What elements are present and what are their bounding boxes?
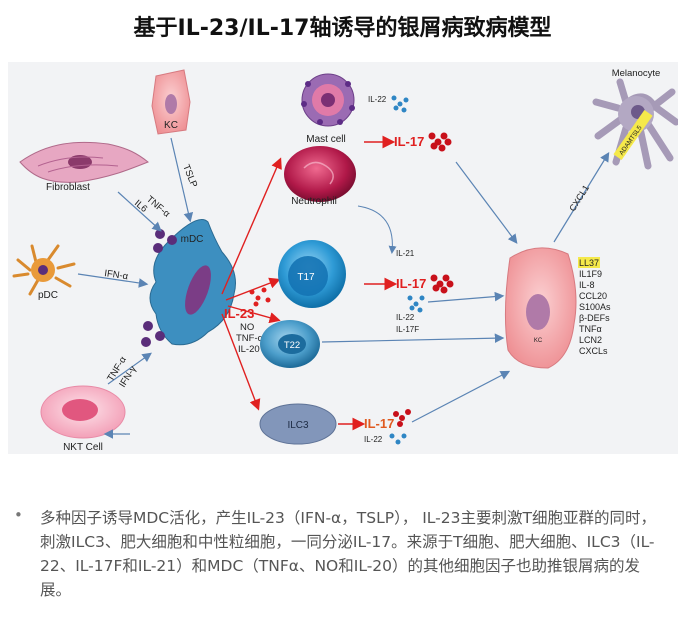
- tnf-mdc-label: TNF-α: [236, 333, 264, 344]
- mdc-label: mDC: [181, 234, 204, 245]
- il17-ilc3-label: IL-17: [364, 416, 394, 431]
- fibroblast-cell: Fibroblast: [19, 141, 149, 193]
- kc-right-label: KC: [534, 338, 543, 344]
- neutrophil-label: Neutrophil: [291, 196, 337, 207]
- kc-top-label: KC: [164, 120, 178, 131]
- il23-red-arrows: [221, 157, 282, 411]
- il22-ilc3-dots: [389, 433, 407, 445]
- nkt-cell: NKT Cell: [40, 385, 126, 453]
- il17-t17-label: IL-17: [396, 276, 426, 291]
- caption-text: 多种因子诱导MDC活化，产生IL-23（IFN-α，TSLP）， IL-23主要…: [40, 509, 656, 599]
- psoriasis-pathway-diagram: KC Fibroblast pDC NKT Cell mDC TSL: [8, 62, 678, 454]
- ilc3-label: ILC3: [287, 420, 309, 431]
- il17-ilc3-droplets: [393, 409, 411, 427]
- cxcl1-arrow: [553, 151, 610, 243]
- kc-product-item: LL37: [579, 258, 599, 268]
- il23-droplets: [249, 287, 271, 307]
- il23-label: IL-23: [224, 306, 254, 321]
- input-arrows: [77, 137, 194, 439]
- t22-cell: T22: [260, 320, 320, 368]
- mdc-granules: [141, 229, 177, 347]
- kc-product-item: IL-8: [579, 280, 595, 290]
- il20-label: IL-20: [238, 344, 260, 355]
- il22-mast-label: IL-22: [368, 95, 387, 104]
- il21-arrow: [357, 205, 397, 254]
- adamtsl5-highlight: [613, 110, 653, 160]
- kc-product-item: S100As: [579, 302, 611, 312]
- fibroblast-label: Fibroblast: [46, 182, 90, 193]
- neutrophil-cell: Neutrophil: [284, 146, 356, 207]
- kc-top-cell: KC: [151, 69, 191, 135]
- kc-input-arrows: [321, 161, 518, 423]
- il22-t-dots: [407, 295, 425, 313]
- il22-t-label: IL-22: [396, 313, 415, 322]
- il17-mast-label: IL-17: [394, 134, 424, 149]
- ifn-alpha-pdc-label: IFN-α: [104, 268, 130, 282]
- il22-mast-dots: [391, 95, 409, 113]
- kc-product-item: IL1F9: [579, 269, 602, 279]
- t22-label: T22: [284, 340, 300, 351]
- mast-cell-label: Mast cell: [306, 134, 345, 145]
- kc-right-cell: KC: [504, 247, 577, 369]
- mdc-cell: mDC: [149, 219, 236, 346]
- kc-product-item: CXCLs: [579, 346, 608, 356]
- il22-ilc3-label: IL-22: [364, 435, 383, 444]
- t17-label: T17: [297, 272, 315, 283]
- page-title: 基于IL-23/IL-17轴诱导的银屑病致病模型: [133, 16, 552, 41]
- kc-product-item: TNFα: [579, 324, 602, 334]
- pdc-label: pDC: [38, 290, 58, 301]
- il21-label: IL-21: [396, 249, 415, 258]
- no-label: NO: [240, 322, 254, 333]
- ilc3-cell: ILC3: [259, 403, 337, 445]
- kc-product-item: LCN2: [579, 335, 602, 345]
- melanocyte-label: Melanocyte: [612, 68, 661, 79]
- il17-t17-droplets: [430, 274, 454, 294]
- pdc-cell: pDC: [12, 244, 76, 301]
- t17-cell: T17: [278, 240, 346, 308]
- ll37-highlight: [578, 257, 600, 268]
- il17f-label: IL-17F: [396, 325, 419, 334]
- kc-product-item: β-DEFs: [579, 313, 610, 323]
- bullet-marker: •: [14, 506, 23, 524]
- mast-cell: Mast cell: [301, 73, 355, 145]
- kc-product-item: CCL20: [579, 291, 607, 301]
- il17-mast-droplets: [428, 132, 452, 152]
- nkt-label: NKT Cell: [63, 442, 103, 453]
